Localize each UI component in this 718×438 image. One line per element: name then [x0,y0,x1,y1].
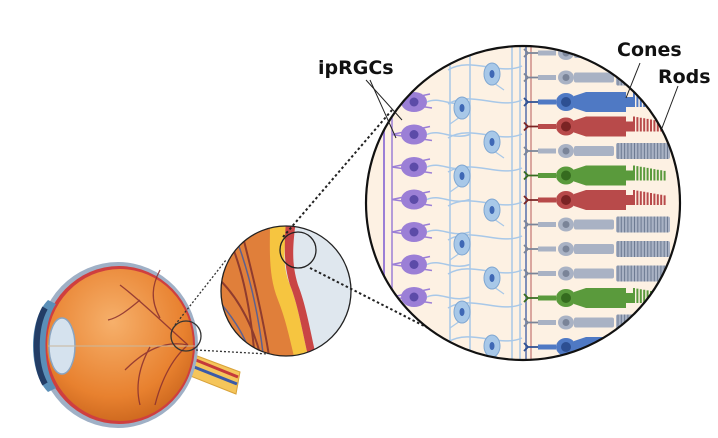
eye-cross-section-icon [33,262,241,428]
cone-inner-segment [574,165,626,186]
cone-inner-segment [574,116,626,137]
retina-zoom-circle-icon [220,225,352,357]
retina-cell-layer-circle-icon [364,44,682,382]
cone-inner-segment [574,288,626,308]
rod-inner-segment [574,268,614,279]
zoom-guide-lines-small [174,259,269,355]
rod-inner-segment [574,317,614,328]
cones-label: Cones [617,39,682,61]
rod-inner-segment [574,72,614,83]
cone_red-cell [556,363,576,381]
cone-inner-segment [574,92,626,112]
rod-inner-segment [574,146,614,156]
rod-inner-segment [574,219,614,230]
cone-inner-segment [574,190,626,210]
rod-inner-segment [574,244,614,254]
iprgc-label: ipRGCs [318,57,394,79]
cone-inner-segment [574,362,626,382]
rods-label: Rods [658,66,711,88]
label-pointer-lines [365,62,679,139]
